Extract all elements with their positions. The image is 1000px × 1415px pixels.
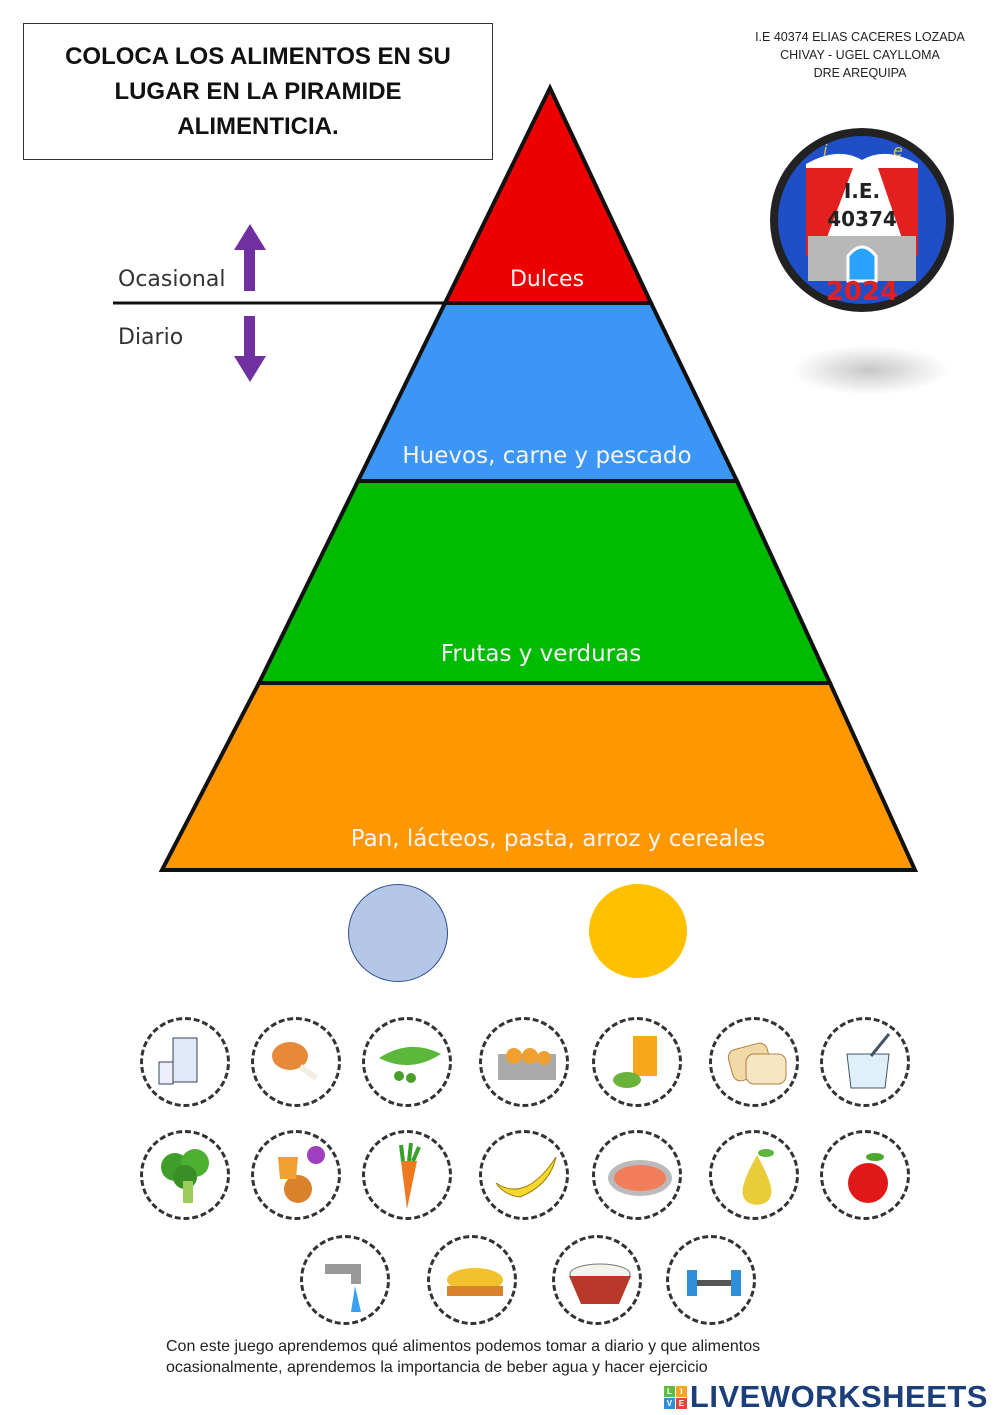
milk-carton-icon — [158, 1037, 198, 1085]
cereal-juice-icon — [613, 1036, 657, 1088]
water-tap-icon — [325, 1264, 361, 1312]
bread-loaf-icon — [447, 1268, 503, 1296]
svg-text:i: i — [823, 141, 828, 160]
bread-icon — [727, 1042, 787, 1085]
arrow-up-icon — [234, 224, 266, 291]
school-header: I.E 40374 ELIAS CACERES LOZADA CHIVAY - … — [730, 28, 990, 82]
food-item-pear[interactable] — [709, 1130, 799, 1220]
food-item-bread-loaf[interactable] — [427, 1235, 517, 1325]
liveworksheets-logo: L I V E LIVEWORKSHEETS — [663, 1379, 988, 1414]
food-item-yogurt[interactable] — [820, 1017, 910, 1107]
food-item-eggs[interactable] — [479, 1017, 569, 1107]
school-region: DRE AREQUIPA — [813, 66, 907, 80]
dumbbell-icon — [687, 1270, 741, 1296]
banana-icon — [495, 1156, 557, 1198]
daily-label: Diario — [118, 325, 183, 350]
svg-text:I.E.: I.E. — [844, 179, 880, 203]
brand-name: LIVEWORKSHEETS — [689, 1379, 988, 1414]
peas-icon — [379, 1046, 441, 1083]
food-item-banana[interactable] — [479, 1130, 569, 1220]
brand-grid-icon: L I V E — [663, 1385, 687, 1409]
food-item-bread[interactable] — [709, 1017, 799, 1107]
svg-text:40374: 40374 — [827, 207, 897, 231]
food-item-apple[interactable] — [820, 1130, 910, 1220]
food-item-milk-carton[interactable] — [140, 1017, 230, 1107]
yogurt-icon — [846, 1033, 891, 1089]
blue-drop-target[interactable] — [348, 884, 448, 982]
school-logo: I.E. 40374 2024 i e — [770, 128, 954, 312]
pyramid-label-protein: Huevos, carne y pescado — [402, 443, 691, 469]
school-name: I.E 40374 ELIAS CACERES LOZADA — [755, 30, 965, 44]
footer-text: Con este juego aprendemos qué alimentos … — [166, 1336, 760, 1378]
yellow-drop-target[interactable] — [589, 884, 687, 978]
svg-text:e: e — [893, 141, 903, 160]
carrot-icon — [399, 1142, 421, 1209]
broccoli-icon — [161, 1149, 209, 1203]
food-item-broccoli[interactable] — [140, 1130, 230, 1220]
food-item-dumbbell[interactable] — [666, 1235, 756, 1325]
food-item-rice-bowl[interactable] — [552, 1235, 642, 1325]
food-item-chicken-leg[interactable] — [251, 1017, 341, 1107]
apple-icon — [848, 1153, 888, 1203]
pyramid-label-grains: Pan, lácteos, pasta, arroz y cereales — [351, 826, 766, 852]
arrow-down-icon — [234, 316, 266, 382]
chicken-leg-icon — [272, 1042, 319, 1081]
food-item-carrot[interactable] — [362, 1130, 452, 1220]
food-pyramid: Dulces Huevos, carne y pescado Frutas y … — [113, 83, 919, 872]
food-item-water-tap[interactable] — [300, 1235, 390, 1325]
salmon-icon — [608, 1160, 672, 1196]
logo-shadow — [790, 345, 950, 395]
eggs-icon — [498, 1048, 556, 1080]
pyramid-label-fruits: Frutas y verduras — [441, 641, 641, 667]
food-item-cereal-juice[interactable] — [592, 1017, 682, 1107]
footer-line-2: ocasionalmente, aprendemos la importanci… — [166, 1359, 708, 1376]
instruction-title: COLOCA LOS ALIMENTOS EN SU LUGAR EN LA P… — [23, 23, 493, 160]
pyramid-level-grains-dairy — [158, 681, 919, 872]
food-item-salmon[interactable] — [592, 1130, 682, 1220]
occasional-label: Ocasional — [118, 267, 225, 292]
food-item-sweets[interactable] — [251, 1130, 341, 1220]
svg-text:2024: 2024 — [826, 277, 898, 307]
rice-bowl-icon — [569, 1263, 631, 1304]
school-location: CHIVAY - UGEL CAYLLOMA — [780, 48, 940, 62]
footer-line-1: Con este juego aprendemos qué alimentos … — [166, 1338, 761, 1355]
food-item-peas[interactable] — [362, 1017, 452, 1107]
pyramid-label-sweets: Dulces — [510, 267, 584, 292]
sweets-icon — [278, 1146, 325, 1203]
pear-icon — [742, 1149, 774, 1205]
